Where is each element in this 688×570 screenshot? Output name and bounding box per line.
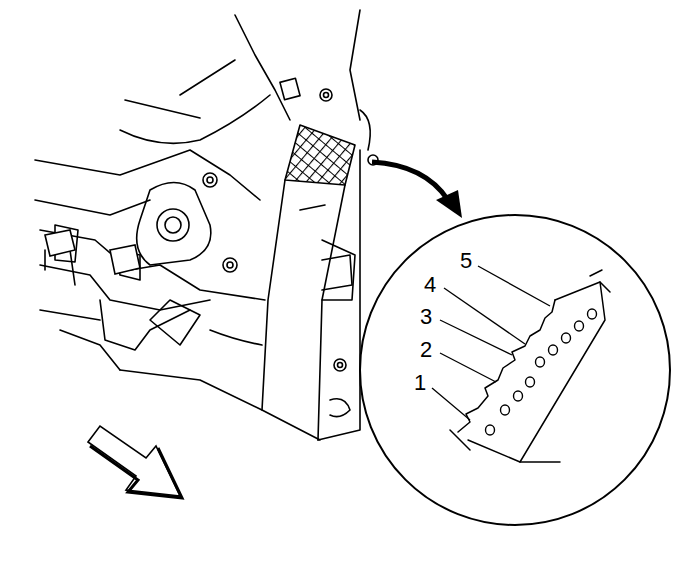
callout-number: 2 [420, 339, 432, 361]
callout-number: 4 [424, 274, 436, 296]
callout-number: 1 [414, 372, 426, 394]
callout-number: 5 [460, 250, 472, 272]
callout-number: 3 [420, 306, 432, 328]
